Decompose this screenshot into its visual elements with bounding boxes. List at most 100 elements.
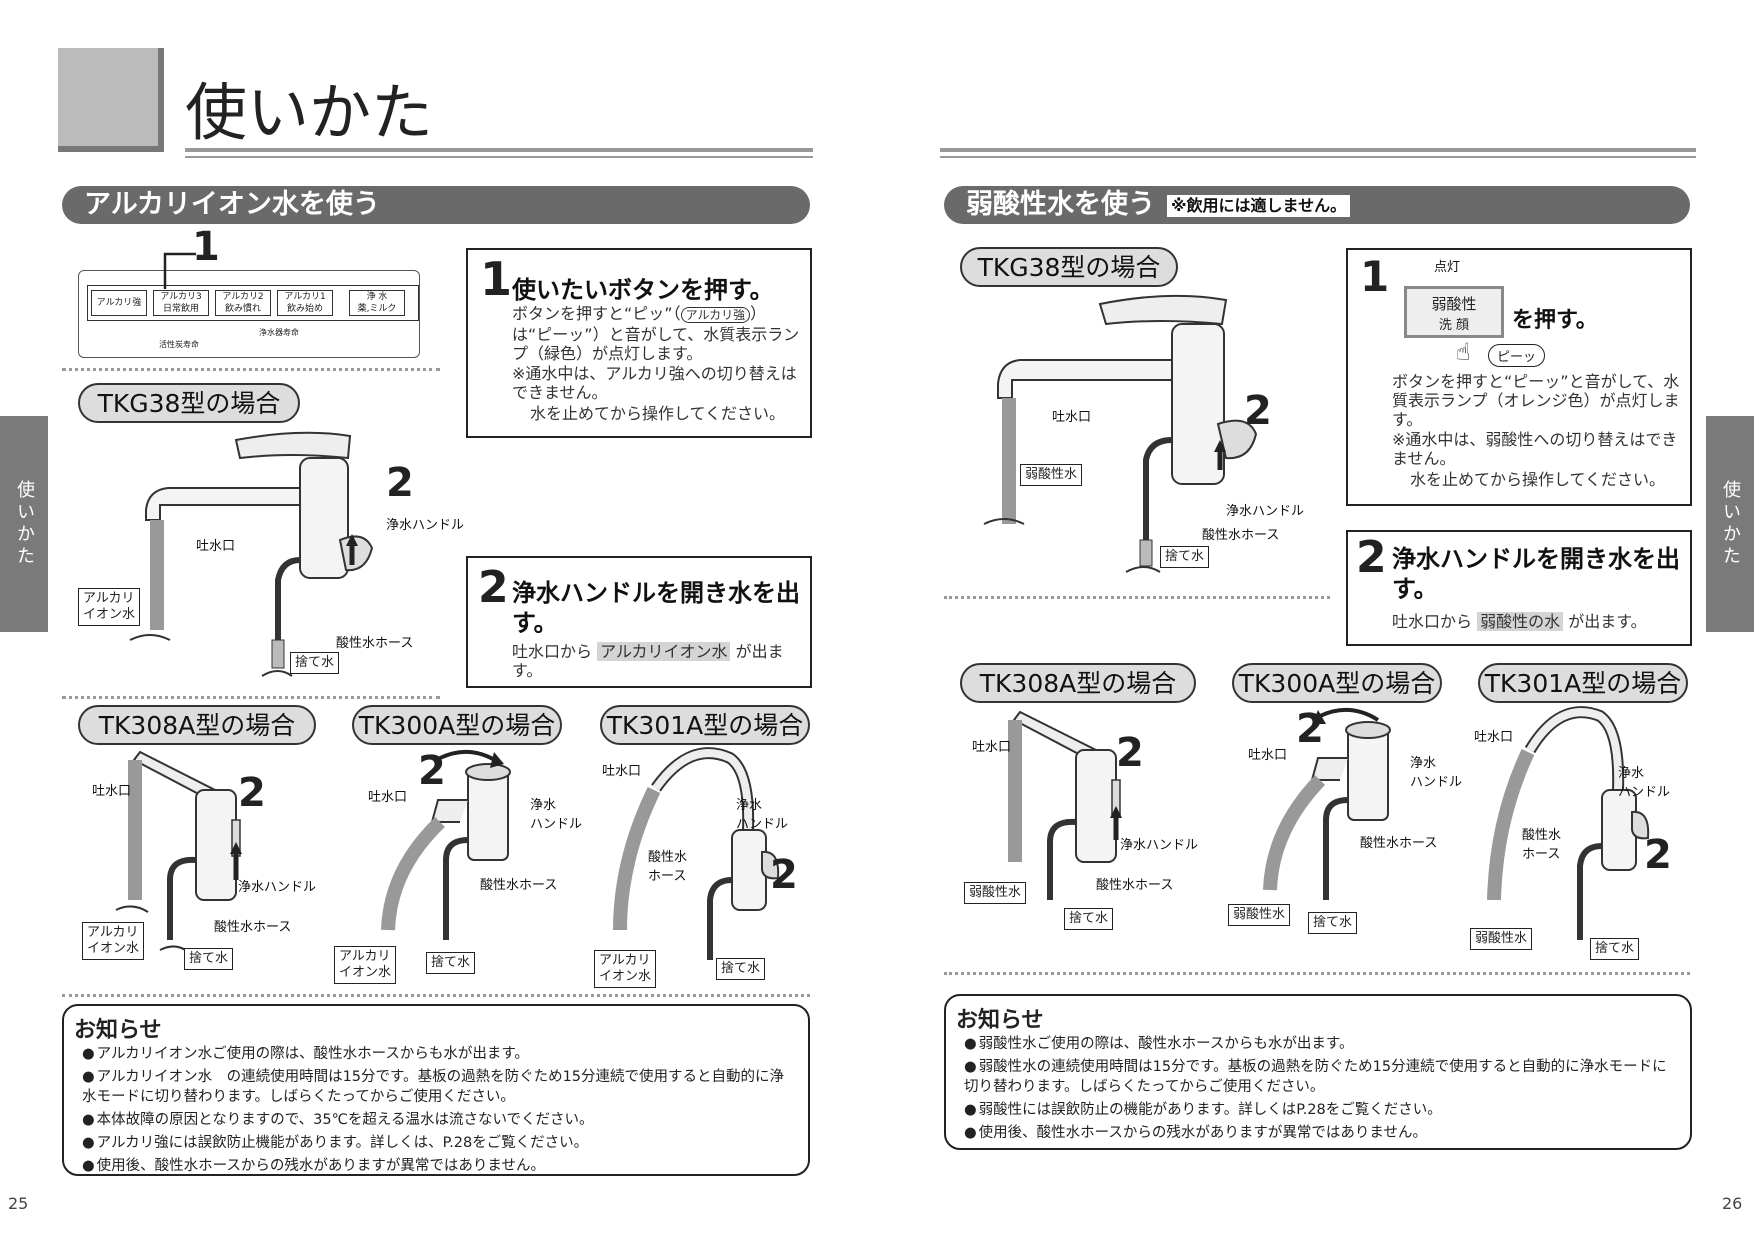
notice-item: アルカリ強には誤飲防止機能があります。詳しくは、P.28をご覧ください。 bbox=[82, 1133, 794, 1153]
title-rule bbox=[185, 148, 813, 152]
step2-body-a-right: 吐水口から bbox=[1392, 612, 1473, 631]
tag-tk308a-waste: 捨て水 bbox=[184, 948, 234, 970]
acidic-button-line2: 洗 顔 bbox=[1438, 318, 1470, 333]
faucet-tk301a-illustration bbox=[613, 747, 780, 960]
step2-body-b: が出ます。 bbox=[512, 642, 784, 680]
model-pill-tkg38: TKG38型の場合 bbox=[78, 383, 300, 423]
label-spout: 吐水口 bbox=[196, 539, 236, 554]
notice-item: 使用後、酸性水ホースからの残水がありますが異常ではありません。 bbox=[964, 1123, 1676, 1143]
panel-button-2[interactable]: アルカリ2 飲み慣れ bbox=[215, 290, 271, 316]
label-tk308a-hose-right: 酸性水ホース bbox=[1096, 878, 1174, 893]
faucet-tk300a-illustration bbox=[381, 750, 511, 940]
side-tab-left: 使いかた bbox=[0, 416, 48, 632]
step1-badge: アルカリ強 bbox=[680, 307, 751, 323]
model-pill-tk300a-right: TK300A型の場合 bbox=[1232, 663, 1442, 703]
tag-tk301a-water: アルカリ イオン水 bbox=[594, 950, 657, 988]
notice-item: 本体故障の原因となりますので、35℃を超える温水は流さないでください。 bbox=[82, 1110, 794, 1130]
panel-small-text-1: 浄水器寿命 bbox=[259, 328, 299, 337]
title-rule-right-thin bbox=[940, 156, 1696, 158]
tag-tk300a-waste-right: 捨て水 bbox=[1308, 912, 1358, 934]
label-tk300a-hose: 酸性水ホース bbox=[480, 878, 558, 893]
panel-button-3[interactable]: アルカリ1 飲み始め bbox=[277, 290, 333, 316]
step1-note2-right: 水を止めてから操作してください。 bbox=[1410, 470, 1666, 489]
label-tk308a-spout-right: 吐水口 bbox=[972, 740, 1012, 755]
lamp-label: 点灯 bbox=[1434, 260, 1461, 275]
tag-waste-water: 捨て水 bbox=[290, 652, 340, 674]
label-handle-right: 浄水ハンドル bbox=[1226, 504, 1305, 519]
page-title: 使いかた bbox=[185, 76, 434, 149]
label-tk301a-handle: 浄水 ハンドル bbox=[736, 798, 789, 832]
step1-body: ボタンを押すと“ピッ”（アルカリ強）は“ピーッ”）と音がして、水質表示ランプ（緑… bbox=[512, 304, 802, 363]
acidic-button[interactable]: 弱酸性 洗 顔 bbox=[1404, 286, 1504, 338]
title-block-square bbox=[58, 48, 164, 152]
section-bar-alkaline: アルカリイオン水を使う bbox=[62, 186, 810, 224]
step2-number-right: 2 bbox=[1356, 532, 1387, 583]
label-hose-right: 酸性水ホース bbox=[1202, 528, 1280, 543]
label-tk300a-handle: 浄水 ハンドル bbox=[530, 798, 583, 832]
step2-marker-tk300a: 2 bbox=[418, 748, 446, 794]
divider-dots-3 bbox=[62, 994, 810, 997]
step2-marker-tk300a-right: 2 bbox=[1296, 706, 1324, 752]
panel-button-1[interactable]: アルカリ3 日常飲用 bbox=[153, 290, 209, 316]
beep-bubble: ピーッ bbox=[1488, 344, 1546, 367]
step2-number: 2 bbox=[478, 562, 509, 613]
label-tk308a-spout: 吐水口 bbox=[92, 784, 132, 799]
label-tk308a-handle: 浄水ハンドル bbox=[238, 880, 317, 895]
label-tk300a-hose-right: 酸性水ホース bbox=[1360, 836, 1438, 851]
title-rule-thin bbox=[185, 156, 813, 158]
model-pill-tk301a-right: TK301A型の場合 bbox=[1478, 663, 1688, 703]
step1-body-a: ボタンを押すと“ピッ”（ bbox=[512, 304, 681, 323]
step1-title: 使いたいボタンを押す。 bbox=[512, 276, 774, 304]
model-pill-tk301a: TK301A型の場合 bbox=[600, 705, 810, 745]
step2-body-b-right: が出ます。 bbox=[1568, 612, 1647, 631]
notice-box-left: お知らせ アルカリイオン水ご使用の際は、酸性水ホースからも水が出ます。 アルカリ… bbox=[62, 1004, 810, 1176]
step2-marker-tk301a-right: 2 bbox=[1644, 832, 1672, 878]
tag-tk301a-waste: 捨て水 bbox=[716, 958, 766, 980]
notice-item: 弱酸性水の連続使用時間は15分です。基板の過熱を防ぐため15分連続で使用すると自… bbox=[964, 1057, 1676, 1097]
step1-body-right: ボタンを押すと“ピーッ”と音がして、水質表示ランプ（オレンジ色）が点灯します。 bbox=[1392, 372, 1680, 429]
notice-item: アルカリイオン水ご使用の際は、酸性水ホースからも水が出ます。 bbox=[82, 1044, 794, 1064]
tag-tk300a-water: アルカリ イオン水 bbox=[334, 946, 397, 984]
panel-callout bbox=[163, 252, 196, 289]
step1-body-b: ）は“ピーッ”）と音がして、水質表示ランプ（緑色）が点灯します。 bbox=[512, 304, 800, 363]
label-tk300a-spout: 吐水口 bbox=[368, 790, 408, 805]
label-tk308a-handle-right: 浄水ハンドル bbox=[1120, 838, 1199, 853]
step1-note1-right: ※通水中は、弱酸性への切り替えはできません。 bbox=[1392, 430, 1678, 468]
divider-dots bbox=[62, 368, 440, 371]
model-pill-tk308a-right: TK308A型の場合 bbox=[960, 663, 1196, 703]
tag-tk308a-waste-right: 捨て水 bbox=[1064, 908, 1114, 930]
step2-marker-tkg38: 2 bbox=[386, 460, 414, 506]
panel-button-4[interactable]: 浄 水 薬,ミルク bbox=[349, 290, 405, 316]
panel-small-text-0: 活性炭寿命 bbox=[159, 340, 199, 349]
step1-note2: 水を止めてから操作してください。 bbox=[530, 404, 786, 423]
label-spout-right: 吐水口 bbox=[1052, 410, 1092, 425]
step2-marker-tk301a: 2 bbox=[770, 852, 798, 898]
step2-title-right: 浄水ハンドルを開き水を出す。 bbox=[1392, 545, 1680, 603]
step2-body-a: 吐水口から bbox=[512, 642, 593, 661]
label-handle: 浄水ハンドル bbox=[386, 518, 465, 533]
tag-tk308a-water-right: 弱酸性水 bbox=[964, 882, 1027, 904]
step2-box-right: 2 浄水ハンドルを開き水を出す。 吐水口から 弱酸性の水 が出ます。 bbox=[1346, 530, 1692, 646]
panel-button-0[interactable]: アルカリ強 bbox=[91, 290, 147, 316]
tag-tk301a-waste-right: 捨て水 bbox=[1590, 938, 1640, 960]
model-pill-tkg38-right: TKG38型の場合 bbox=[960, 247, 1178, 287]
step2-title: 浄水ハンドルを開き水を出す。 bbox=[512, 579, 800, 637]
faucet-tkg38-right-illustration bbox=[983, 294, 1258, 573]
divider-dots-right-2 bbox=[944, 972, 1690, 975]
label-hose: 酸性水ホース bbox=[336, 636, 414, 651]
step1-number-right: 1 bbox=[1360, 252, 1390, 301]
tag-tk301a-water-right: 弱酸性水 bbox=[1470, 928, 1533, 950]
notice-item: 弱酸性水ご使用の際は、酸性水ホースからも水が出ます。 bbox=[964, 1034, 1676, 1054]
label-tk301a-hose-right: 酸性水 ホース bbox=[1522, 828, 1562, 862]
notice-item: 弱酸性には誤飲防止の機能があります。詳しくはP.28をご覧ください。 bbox=[964, 1100, 1676, 1120]
label-tk301a-hose: 酸性水 ホース bbox=[648, 850, 688, 884]
notice-title: お知らせ bbox=[74, 1018, 162, 1043]
tag-tk300a-waste: 捨て水 bbox=[426, 952, 476, 974]
tag-acidic-water: 弱酸性水 bbox=[1020, 464, 1083, 486]
step1-number: 1 bbox=[480, 252, 513, 306]
notice-box-right: お知らせ 弱酸性水ご使用の際は、酸性水ホースからも水が出ます。 弱酸性水の連続使… bbox=[944, 994, 1692, 1150]
panel-step-marker: 1 bbox=[192, 224, 220, 270]
divider-dots-right bbox=[944, 596, 1330, 599]
faucet-tk308a-illustration bbox=[115, 750, 242, 953]
tag-alkaline-water: アルカリ イオン水 bbox=[78, 588, 141, 626]
